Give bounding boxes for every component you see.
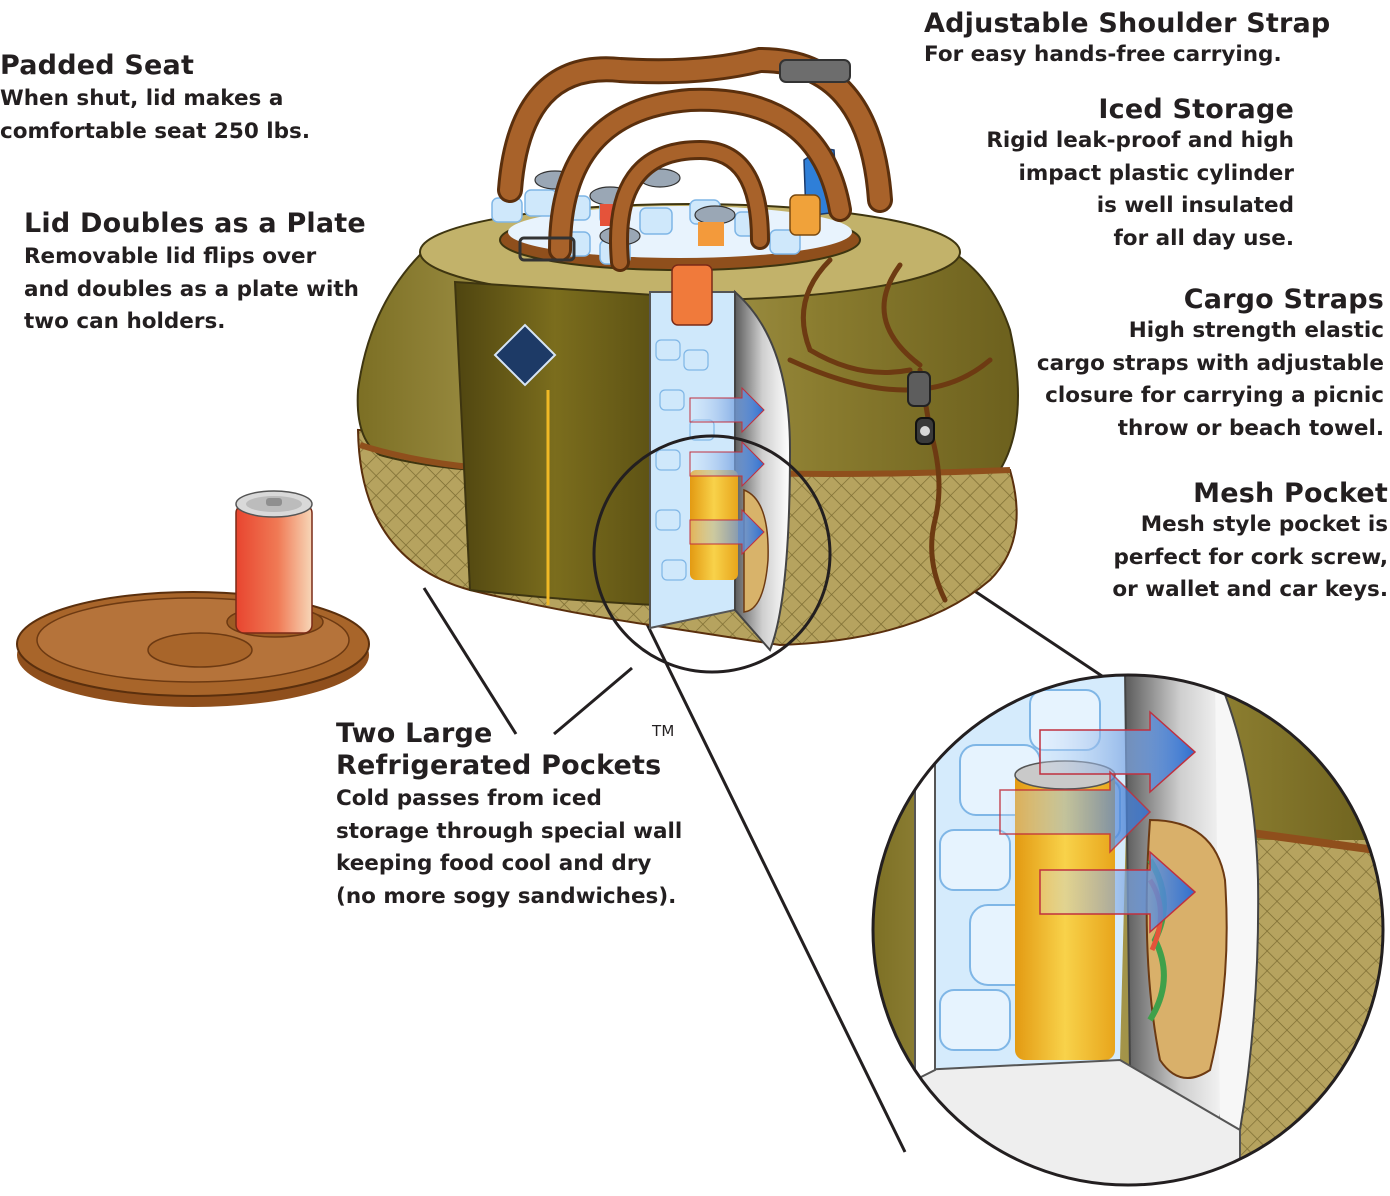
lid-plate xyxy=(16,591,370,707)
lid-plate-title: Lid Doubles as a Plate xyxy=(24,208,366,239)
iced-storage-text: Rigid leak-proof and high impact plastic… xyxy=(986,128,1294,251)
lid-plate-text: Removable lid flips over and doubles as … xyxy=(24,244,359,334)
mesh-pocket-title: Mesh Pocket xyxy=(1193,478,1388,509)
soda-can xyxy=(235,490,313,634)
shoulder-strap-callout: Adjustable Shoulder Strap For easy hands… xyxy=(924,10,1330,72)
refrigerated-pockets-callout: Two Large Refrigerated Pockets TM Cold p… xyxy=(336,720,682,913)
lid-plate-callout: Lid Doubles as a Plate Removable lid fli… xyxy=(24,210,366,339)
refrigerated-pocket-cutaway xyxy=(592,264,832,674)
cargo-straps-callout: Cargo Straps High strength elastic cargo… xyxy=(1037,286,1384,445)
iced-storage-title: Iced Storage xyxy=(1098,94,1294,125)
padded-seat-callout: Padded Seat When shut, lid makes a comfo… xyxy=(0,52,310,148)
trademark-mark: TM xyxy=(652,722,675,740)
cargo-strap-closure xyxy=(907,371,935,445)
carry-handles xyxy=(497,46,893,272)
mesh-pocket-text: Mesh style pocket is perfect for cork sc… xyxy=(1112,512,1388,602)
cargo-straps-title: Cargo Straps xyxy=(1183,284,1384,315)
shoulder-strap-title: Adjustable Shoulder Strap xyxy=(924,8,1331,39)
cargo-straps-text: High strength elastic cargo straps with … xyxy=(1036,318,1384,441)
mesh-pocket-callout: Mesh Pocket Mesh style pocket is perfect… xyxy=(1112,480,1388,607)
padded-seat-text: When shut, lid makes a comfortable seat … xyxy=(0,86,310,144)
refrigerated-pockets-text: Cold passes from iced storage through sp… xyxy=(336,786,683,909)
shoulder-strap-text: For easy hands-free carrying. xyxy=(924,42,1282,67)
refrigerated-pockets-title-line2: Refrigerated Pockets TM xyxy=(336,722,675,781)
refrigerated-pockets-title-line1: Two Large xyxy=(336,718,493,749)
padded-seat-title: Padded Seat xyxy=(0,50,195,81)
iced-storage-callout: Iced Storage Rigid leak-proof and high i… xyxy=(986,96,1294,255)
zoom-magnifier xyxy=(871,673,1385,1187)
cargo-straps xyxy=(787,257,993,603)
